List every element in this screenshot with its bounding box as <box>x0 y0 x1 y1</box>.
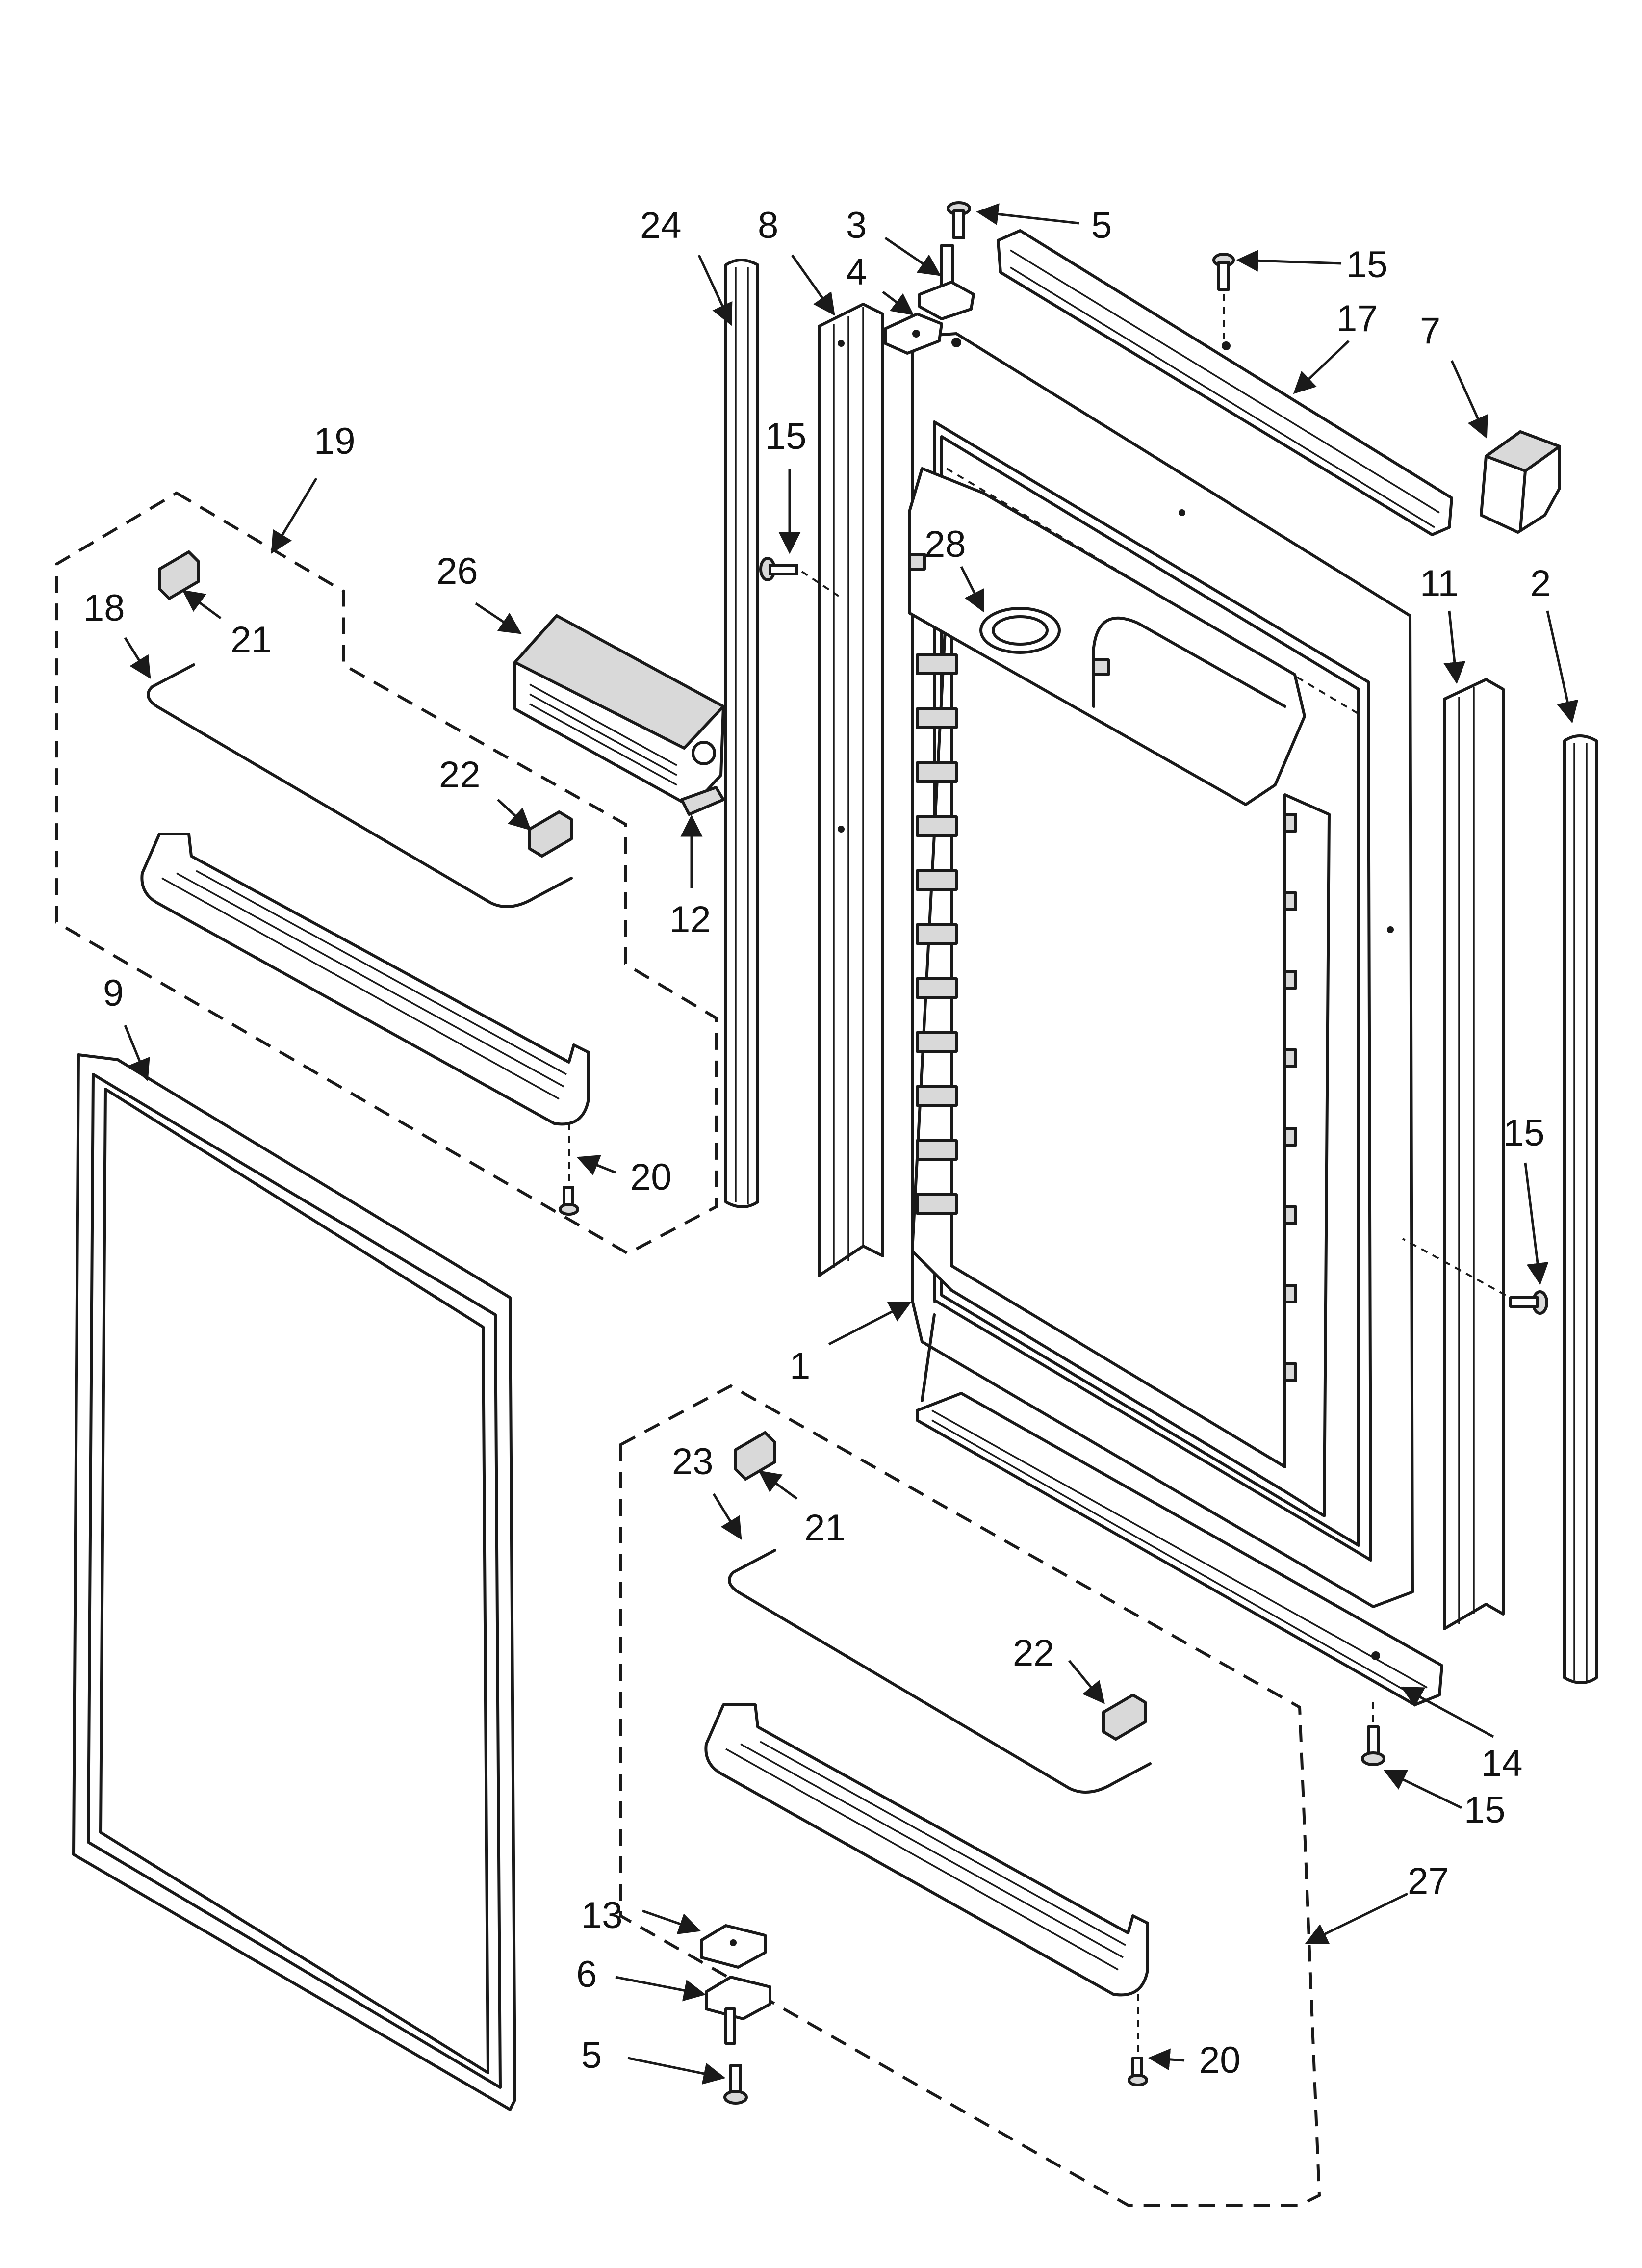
end-cap-part-22-bottom <box>1102 1694 1147 1741</box>
bottom-channel-part-14 <box>916 1313 1443 1706</box>
screw-part-5-bottom <box>723 2064 748 2105</box>
end-cap-part-21-top <box>158 550 200 600</box>
door-gasket-part-9 <box>72 1053 516 2111</box>
callout-14: 14 <box>1481 1743 1523 1784</box>
kit-19-boundary <box>55 491 718 1255</box>
screw-part-5-top <box>947 201 971 239</box>
callout-5-bottom: 5 <box>581 2034 602 2076</box>
screw-part-15-right <box>1402 1238 1548 1315</box>
callout-22-top: 22 <box>439 754 481 796</box>
screw-part-20-top <box>559 1123 579 1216</box>
callout-26: 26 <box>436 550 478 592</box>
screw-part-20-bottom <box>1128 1994 1148 2086</box>
top-channel-part-17 <box>997 229 1453 536</box>
callout-11: 11 <box>1420 563 1459 604</box>
callout-6: 6 <box>576 1954 597 1995</box>
screw-part-15-left <box>759 557 840 597</box>
screw-part-15-bottom <box>1361 1702 1385 1766</box>
leader-lines <box>124 203 1579 2085</box>
callout-labels: 24 8 3 5 4 15 17 7 19 15 28 26 11 2 18 2… <box>83 205 1551 2081</box>
door-liner-part-1 <box>908 332 1414 1608</box>
callout-2: 2 <box>1530 563 1551 604</box>
callout-15-right: 15 <box>1503 1112 1545 1154</box>
door-bin-lower <box>704 1703 1149 1997</box>
side-channel-part-8 <box>818 303 884 1277</box>
side-channel-part-11 <box>1443 678 1505 1630</box>
callout-13: 13 <box>581 1895 623 1936</box>
callout-5-top: 5 <box>1091 205 1112 246</box>
door-bin-upper <box>140 833 590 1126</box>
callout-19: 19 <box>314 420 356 462</box>
dairy-compartment <box>908 467 1306 806</box>
top-hinge-part-3 <box>918 244 975 320</box>
bin-bar-part-18 <box>147 663 573 908</box>
hinge-shim-part-13 <box>700 1924 767 1969</box>
callout-28: 28 <box>924 523 966 565</box>
liner-left-bin-rungs <box>916 653 958 1215</box>
callout-12: 12 <box>669 899 711 940</box>
callout-15-top: 15 <box>1346 244 1388 286</box>
callout-22-bottom: 22 <box>1013 1632 1054 1674</box>
callout-21-bottom: 21 <box>804 1507 846 1549</box>
callout-17: 17 <box>1336 298 1378 339</box>
screw-part-15-top <box>1212 253 1235 343</box>
callout-7: 7 <box>1420 310 1440 352</box>
hinge-pin-part-12 <box>680 786 725 816</box>
callout-15-bottom: 15 <box>1464 1789 1506 1831</box>
callout-4: 4 <box>846 251 867 293</box>
trim-strip-part-2 <box>1563 734 1598 1684</box>
bin-bar-part-23 <box>728 1549 1152 1794</box>
callout-21-top: 21 <box>231 619 272 661</box>
bottom-hinge-part-6 <box>705 1976 771 2045</box>
end-cap-part-22-top <box>528 810 573 858</box>
kit-27-boundary <box>619 1384 1321 2207</box>
callout-23: 23 <box>672 1441 714 1483</box>
end-cap-part-21-bottom <box>734 1431 776 1481</box>
callout-3: 3 <box>846 205 867 246</box>
hinge-cover-part-7 <box>1480 430 1561 534</box>
callout-9: 9 <box>103 972 124 1014</box>
callout-15-left: 15 <box>765 416 807 457</box>
liner-right-bin-rungs <box>1283 813 1297 1382</box>
callout-18: 18 <box>83 587 125 629</box>
hinge-shim-part-4 <box>884 313 943 355</box>
dairy-door-part-26 <box>513 614 725 808</box>
callout-20-bottom: 20 <box>1199 2039 1241 2081</box>
callout-27: 27 <box>1408 1860 1449 1902</box>
callout-1: 1 <box>790 1345 810 1387</box>
callout-24: 24 <box>640 205 682 246</box>
callout-20-top: 20 <box>630 1156 672 1198</box>
callout-8: 8 <box>758 205 778 246</box>
trim-strip-part-24 <box>724 259 759 1208</box>
